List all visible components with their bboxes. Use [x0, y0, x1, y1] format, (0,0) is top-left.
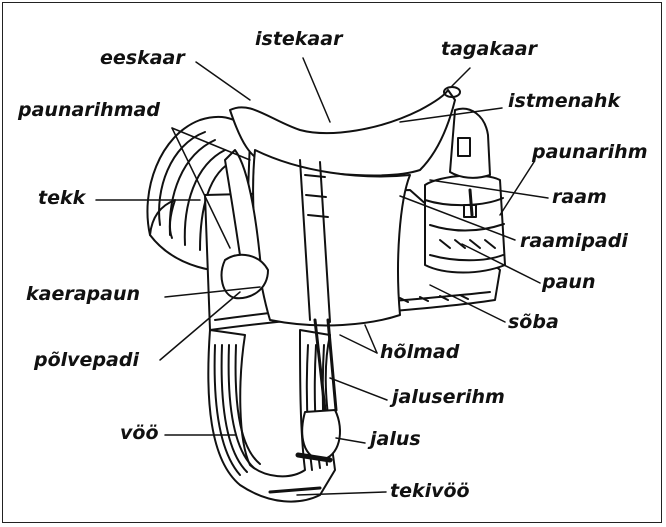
label-kaerapaun: kaerapaun — [26, 285, 140, 304]
label-istmenahk: istmenahk — [508, 92, 620, 111]
label-tekk: tekk — [38, 189, 85, 208]
label-raamipadi: raamipadi — [520, 232, 628, 251]
label-tekivoo: tekivöö — [390, 482, 470, 501]
label-paunarihm: paunarihm — [532, 143, 648, 162]
label-jaluserihm: jaluserihm — [392, 388, 505, 407]
label-soba: sõba — [508, 313, 559, 332]
label-raam: raam — [552, 188, 607, 207]
label-paun: paun — [542, 273, 595, 292]
label-tagakaar: tagakaar — [441, 40, 537, 59]
label-jalus: jalus — [370, 430, 421, 449]
label-holmad: hõlmad — [380, 343, 459, 362]
label-eeskaar: eeskaar — [100, 49, 185, 68]
label-polvepadi: põlvepadi — [34, 351, 139, 370]
label-paunarihmad: paunarihmad — [18, 101, 160, 120]
label-voo: vöö — [120, 424, 159, 443]
label-istekaar: istekaar — [255, 30, 342, 49]
